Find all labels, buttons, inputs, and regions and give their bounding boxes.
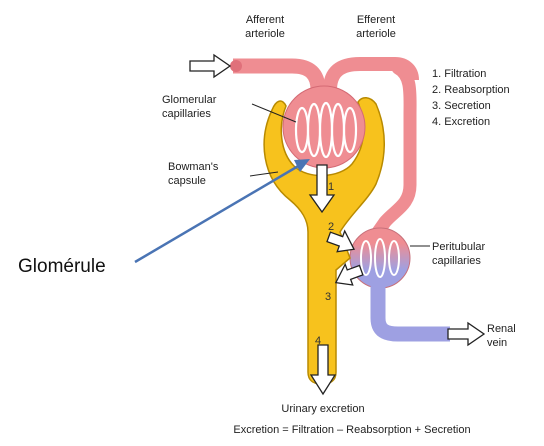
step-number-4: 4 [315, 335, 321, 347]
glomerule-label: Glomérule [18, 256, 106, 277]
efferent-label-line1: Efferent [357, 14, 395, 26]
blood-inflow-arrow [190, 55, 230, 77]
glomerular-label-line2: capillaries [162, 108, 211, 120]
afferent-entry-dot [230, 60, 242, 72]
afferent-arteriole [233, 66, 318, 90]
process-item-3: 3. Secretion [432, 100, 491, 112]
efferent-label-line2: arteriole [356, 28, 396, 40]
process-item-4: 4. Excretion [432, 116, 490, 128]
afferent-label-line2: arteriole [245, 28, 285, 40]
bowman-label-line2: capsule [168, 175, 206, 187]
renal-vein-label-line2: vein [487, 337, 507, 349]
excretion-equation: Excretion = Filtration – Reabsorption + … [233, 424, 470, 436]
afferent-label-line1: Afferent [246, 14, 284, 26]
renal-vein-label-line1: Renal [487, 323, 516, 335]
step-number-3: 3 [325, 291, 331, 303]
peritubular-capillaries [350, 228, 410, 288]
step-number-2: 2 [328, 221, 334, 233]
glomerule-pointer-line [135, 165, 300, 262]
urinary-excretion-label: Urinary excretion [281, 403, 364, 415]
process-item-2: 2. Reabsorption [432, 84, 510, 96]
glomerular-label-line1: Glomerular [162, 94, 217, 106]
process-item-1: 1. Filtration [432, 68, 486, 80]
peritubular-label-line2: capillaries [432, 255, 481, 267]
bowman-label-line1: Bowman's [168, 161, 219, 173]
renal-vein-outflow-arrow [448, 323, 484, 345]
peritubular-label-line1: Peritubular [432, 241, 486, 253]
step-number-1: 1 [328, 181, 334, 193]
renal-vein-vessel [378, 285, 450, 334]
